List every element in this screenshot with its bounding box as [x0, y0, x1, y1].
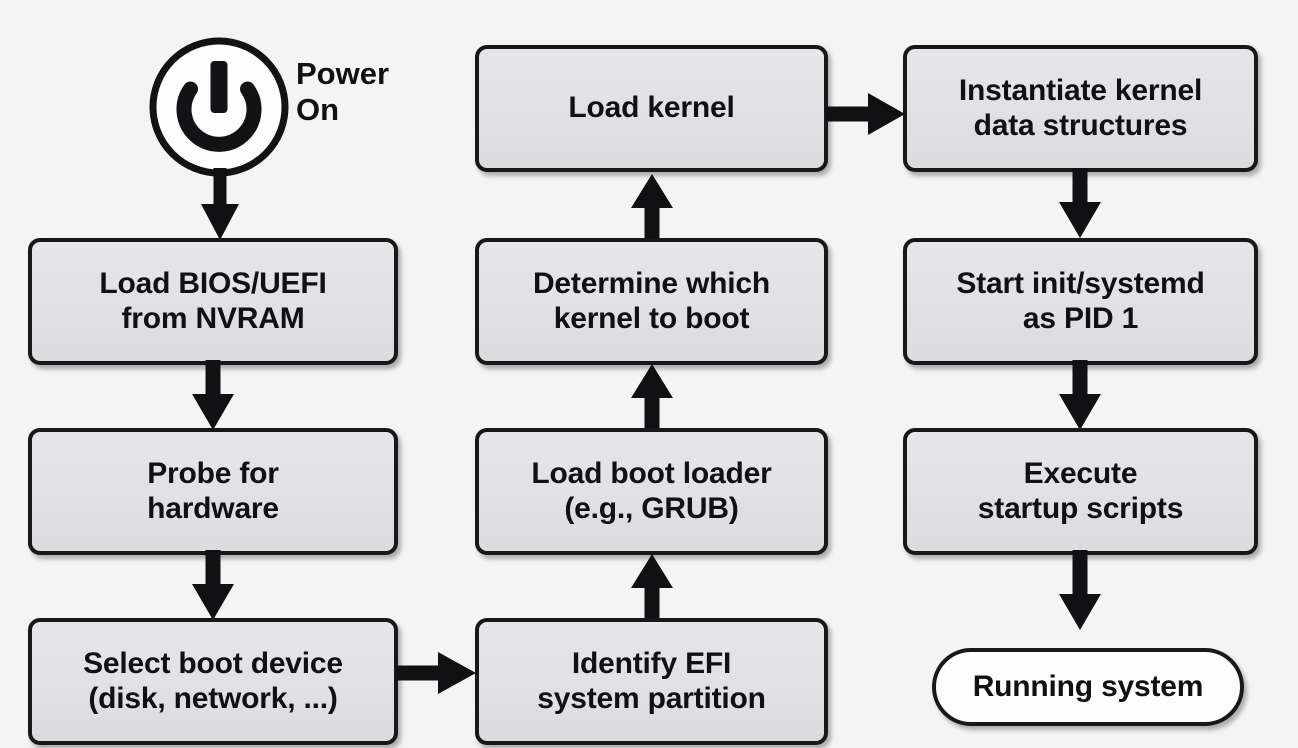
arrow-select-boot-device-to-identify-efi: [396, 650, 480, 696]
arrow-power-to-load-bios: [199, 168, 241, 242]
node-load-bios[interactable]: Load BIOS/UEFI from NVRAM: [28, 238, 398, 365]
node-identify-efi-line1: Identify EFI: [571, 646, 732, 680]
node-determine-kernel[interactable]: Determine which kernel to boot: [475, 238, 828, 365]
node-select-boot-device-line2: (disk, network, ...): [88, 681, 338, 715]
node-identify-efi[interactable]: Identify EFI system partition: [475, 618, 828, 745]
arrow-determine-kernel-to-load-kernel: [631, 174, 673, 242]
node-load-kernel-line1: Load kernel: [568, 91, 735, 125]
power-label-line2: On: [296, 91, 340, 127]
node-running-system[interactable]: Running system: [932, 648, 1244, 726]
arrow-load-boot-loader-to-determine-kernel: [631, 364, 673, 432]
node-probe-hardware-line2: hardware: [147, 491, 279, 525]
node-load-boot-loader[interactable]: Load boot loader (e.g., GRUB): [475, 428, 828, 555]
node-start-init-line1-prefix: Start: [956, 266, 1032, 300]
arrow-start-init-to-execute-scripts: [1059, 360, 1101, 434]
arrow-execute-scripts-to-running-system: [1059, 550, 1101, 634]
node-load-boot-loader-line2: (e.g., GRUB): [564, 491, 739, 525]
node-determine-kernel-line2: kernel to boot: [553, 301, 750, 335]
node-load-kernel[interactable]: Load kernel: [475, 45, 828, 172]
arrow-load-bios-to-probe: [192, 360, 234, 434]
node-instantiate-line1: Instantiate kernel: [958, 73, 1203, 107]
node-execute-startup-scripts[interactable]: Execute startup scripts: [903, 428, 1258, 555]
arrow-load-kernel-to-instantiate: [826, 91, 910, 137]
node-start-init-line1-strong: init/systemd: [1031, 266, 1205, 300]
node-load-boot-loader-line1: Load boot loader: [531, 456, 772, 490]
node-load-bios-line2: from NVRAM: [121, 301, 305, 335]
node-start-init-line2: as PID 1: [1022, 301, 1139, 335]
node-load-bios-line1: Load BIOS/UEFI: [99, 266, 327, 300]
node-execute-scripts-line1: Execute: [1023, 456, 1138, 490]
node-running-system-label: Running system: [972, 669, 1204, 703]
arrow-instantiate-to-start-init: [1059, 168, 1101, 242]
node-probe-hardware[interactable]: Probe for hardware: [28, 428, 398, 555]
node-select-boot-device[interactable]: Select boot device (disk, network, ...): [28, 618, 398, 745]
arrow-probe-to-select-boot-device: [192, 550, 234, 624]
power-icon[interactable]: [147, 35, 291, 179]
arrow-identify-efi-to-load-boot-loader: [631, 554, 673, 622]
node-determine-kernel-line1: Determine which: [532, 266, 771, 300]
node-identify-efi-line2: system partition: [537, 681, 766, 715]
power-label-line1: Power: [296, 56, 390, 91]
node-instantiate-kernel-structures[interactable]: Instantiate kernel data structures: [903, 45, 1258, 172]
node-execute-scripts-line2: startup scripts: [977, 491, 1184, 525]
power-on-label: Power On: [296, 56, 446, 128]
node-probe-hardware-line1: Probe for: [147, 456, 279, 490]
node-start-init[interactable]: Start init/systemd as PID 1: [903, 238, 1258, 365]
node-instantiate-line2: data structures: [973, 108, 1188, 142]
node-select-boot-device-line1: Select boot device: [83, 646, 343, 680]
